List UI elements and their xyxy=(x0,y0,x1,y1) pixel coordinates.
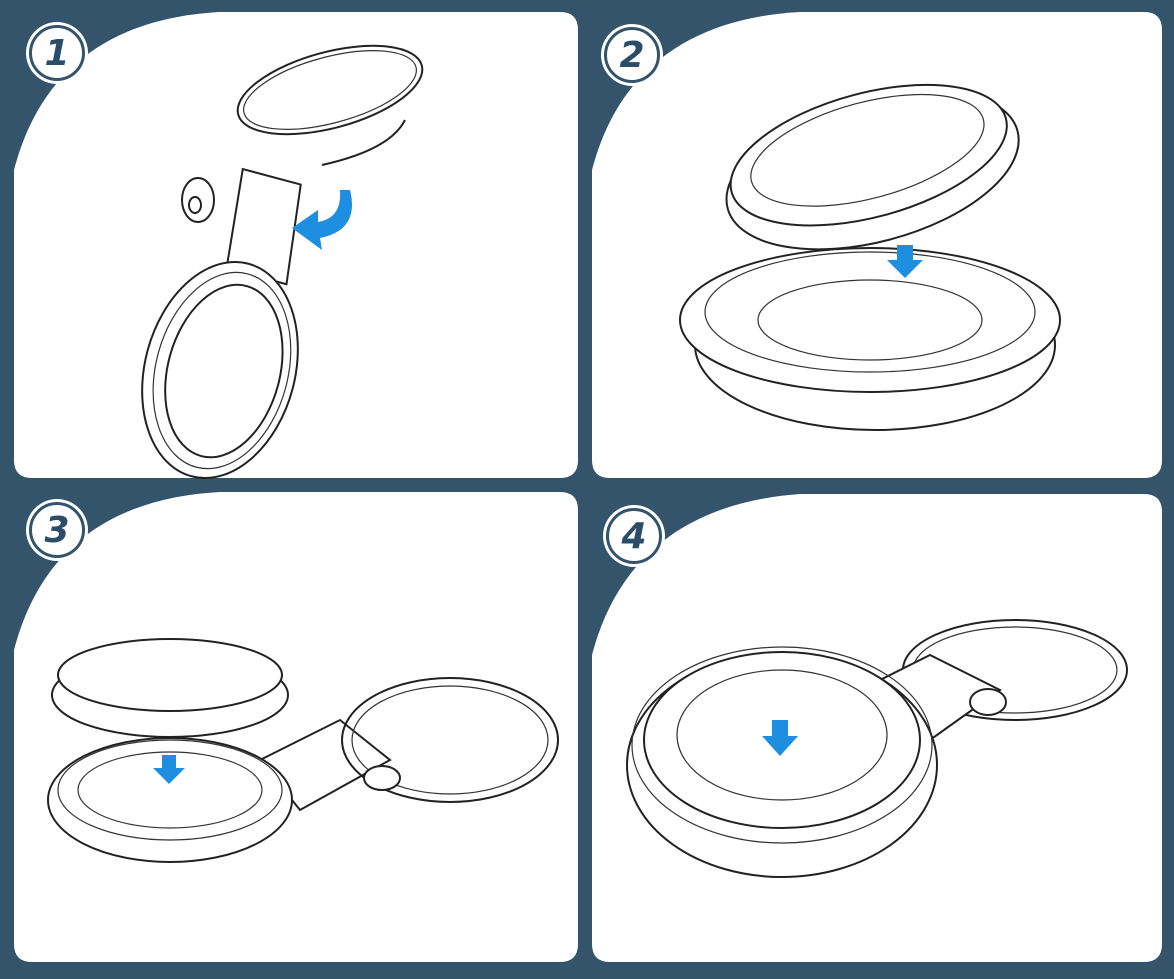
step-4-badge: 4 xyxy=(606,508,662,564)
airtag-lid xyxy=(725,83,1020,251)
step-4-illustration xyxy=(626,619,1128,878)
down-arrow-icon xyxy=(762,720,798,756)
down-arrow-icon xyxy=(153,755,185,784)
step-1-panel xyxy=(14,12,578,478)
step-3-illustration xyxy=(47,638,559,863)
down-arrow-icon xyxy=(887,245,923,278)
step-3-badge: 3 xyxy=(29,502,85,558)
step-1-illustration xyxy=(141,44,424,480)
step-2-illustration xyxy=(679,83,1061,431)
curved-arrow-icon xyxy=(292,190,352,250)
holder xyxy=(141,167,302,480)
step-2-badge: 2 xyxy=(604,27,660,83)
split-key-ring xyxy=(236,44,424,136)
step-1-badge: 1 xyxy=(29,25,85,81)
